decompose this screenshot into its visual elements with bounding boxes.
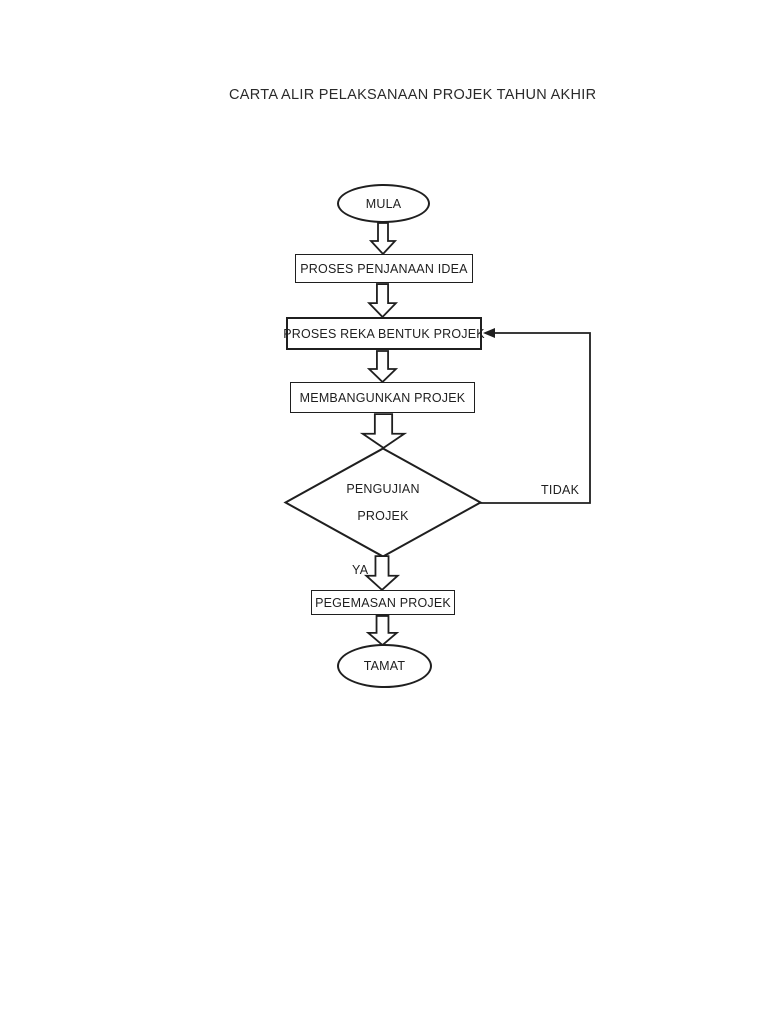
arrowhead-left-icon xyxy=(483,328,495,338)
flowchart-node-step4: PEGEMASAN PROJEK xyxy=(311,590,455,615)
node-start-label: MULA xyxy=(365,196,402,211)
flowchart-node-step3: MEMBANGUNKAN PROJEK xyxy=(290,382,475,413)
flowchart-node-step2: PROSES REKA BENTUK PROJEK xyxy=(283,317,485,350)
down-block-arrow-icon xyxy=(361,413,406,449)
edge-label-yes: YA xyxy=(352,563,369,577)
down-block-arrow-icon xyxy=(365,555,399,591)
node-step2-label: PROSES REKA BENTUK PROJEK xyxy=(283,326,485,341)
down-block-arrow-icon xyxy=(370,222,396,255)
flowchart-node-start: MULA xyxy=(337,184,430,223)
page-title: CARTA ALIR PELAKSANAAN PROJEK TAHUN AKHI… xyxy=(229,87,597,103)
node-step4-label: PEGEMASAN PROJEK xyxy=(315,595,451,610)
flowchart-node-end: TAMAT xyxy=(337,644,432,688)
down-block-arrow-icon xyxy=(368,350,397,383)
down-block-arrow-icon xyxy=(368,283,397,318)
flowchart-node-decision xyxy=(284,447,482,558)
edge-label-no: TIDAK xyxy=(541,483,580,497)
flowchart-node-step1: PROSES PENJANAAN IDEA xyxy=(295,254,473,283)
no-feedback-connector xyxy=(480,328,591,504)
node-step3-label: MEMBANGUNKAN PROJEK xyxy=(299,390,466,405)
node-end-label: TAMAT xyxy=(363,659,406,673)
node-step1-label: PROSES PENJANAAN IDEA xyxy=(300,261,468,276)
down-block-arrow-icon xyxy=(367,615,398,646)
